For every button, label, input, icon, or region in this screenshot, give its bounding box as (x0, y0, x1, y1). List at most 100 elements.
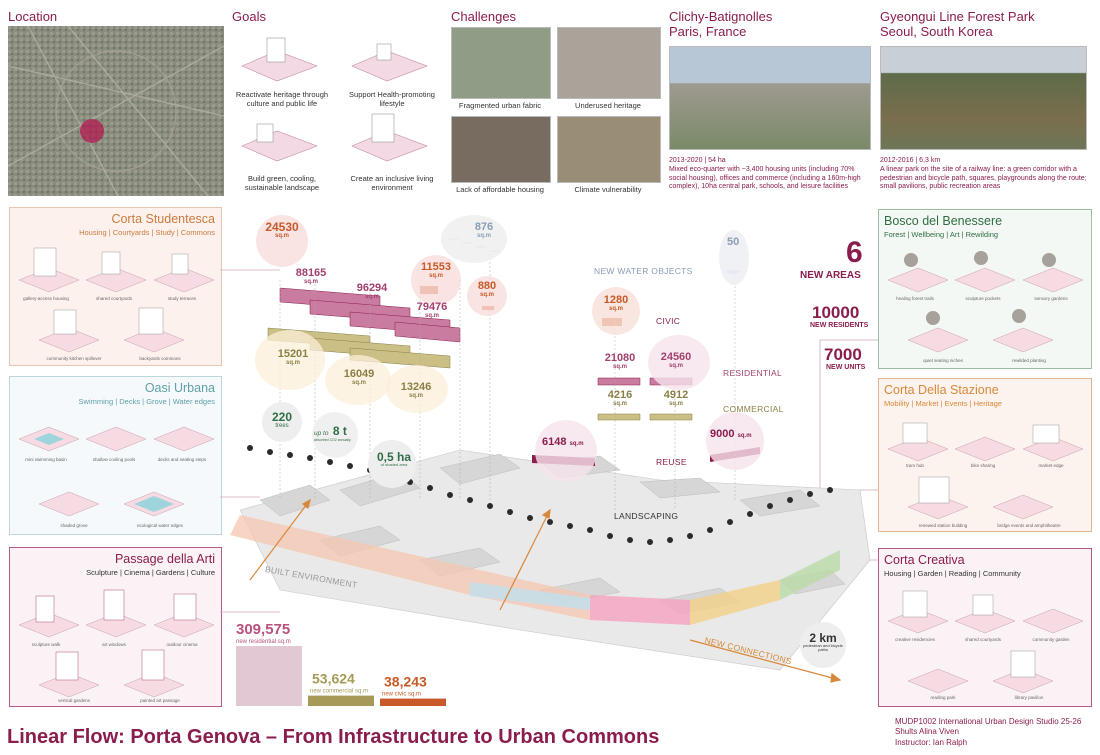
goal-label: Build green, cooling, sustainable landsc… (244, 174, 320, 192)
bar-value-label: 38,243 (384, 674, 427, 690)
panel-title: Corta Creativa (884, 553, 965, 567)
satellite-map-image (8, 26, 224, 196)
panel-title: Corta Studentesca (111, 212, 215, 226)
layer-landscaping-label: LANDSCAPING (614, 511, 679, 521)
area-bubble (467, 276, 507, 316)
photo-gyeongui (880, 46, 1087, 150)
goals-title: Goals (232, 9, 266, 24)
item-label: study terraces (167, 296, 197, 301)
panel-title: Bosco del Benessere (884, 214, 1003, 228)
photo-climate (557, 116, 661, 183)
layer-commercial-label: COMMERCIAL (723, 404, 784, 414)
panel-oasi: Oasi Urbana Swimming | Decks | Grove | W… (9, 376, 222, 535)
photo-fragmented (451, 27, 551, 99)
item-label: shaded grove (60, 523, 88, 528)
item-label: mini swimming basin (25, 457, 67, 462)
item-label: shared courtyards (95, 296, 133, 301)
item-label: bike sharing (970, 463, 996, 468)
item-label: community kitchen spillover (46, 356, 102, 361)
stazione-illustrations (887, 422, 1084, 520)
creativa-illustrations (887, 590, 1084, 694)
goal-label: Support Health-promoting lifestyle (349, 90, 435, 108)
area-bubble (256, 215, 308, 267)
stat-bubble (368, 440, 416, 488)
area-value: 50 (727, 236, 740, 248)
passage-illustrations (18, 589, 215, 698)
units-label: NEW UNITS (826, 364, 866, 371)
panel-subtitle: Forest | Wellbeing | Art | Rewilding (884, 230, 999, 239)
bosco-illustrations (887, 251, 1084, 353)
area-bubble (719, 230, 749, 285)
oasi-illustrations (18, 426, 215, 517)
photo-heritage (557, 27, 661, 99)
site-marker (80, 119, 104, 143)
goal-label: Reactivate heritage through culture and … (235, 90, 329, 108)
item-label: outdoor cinema (166, 642, 198, 647)
panel-stazione: Corta Della Stazione Mobility | Market |… (878, 378, 1092, 532)
item-label: shared courtyards (964, 637, 1002, 642)
bar-2 (380, 698, 446, 706)
layer-reuse-label: REUSE (656, 457, 687, 467)
item-label: sensory gardens (1034, 296, 1068, 301)
item-label: library pavilion (1014, 695, 1044, 700)
panel-subtitle: Housing | Garden | Reading | Community (884, 569, 1021, 578)
bar-1 (308, 695, 374, 706)
challenge-label: Underused heritage (575, 101, 641, 110)
challenge-label: Lack of affordable housing (456, 185, 544, 194)
item-label: sculpture pockets (965, 296, 1001, 301)
item-label: shallow cooling pools (92, 457, 136, 462)
item-label: sculpture walk (31, 642, 61, 647)
stat-bubble (800, 622, 846, 668)
panel-passage: Passage della Arti Sculpture | Cinema | … (9, 547, 222, 707)
panel-bosco: Bosco del Benessere Forest | Wellbeing |… (878, 209, 1092, 369)
item-label: quiet seating niches (923, 358, 963, 363)
goals-grid: Reactivate heritage through culture and … (232, 26, 442, 198)
item-label: gallery-access housing (23, 296, 69, 301)
layer-civic-label: CIVIC (656, 316, 681, 326)
challenge-label: Fragmented urban fabric (458, 101, 542, 110)
panel-title: Oasi Urbana (144, 381, 215, 395)
item-label: community garden (1032, 637, 1070, 642)
area-bubble (386, 365, 448, 413)
layer-residential-label: RESIDENTIAL (723, 368, 783, 378)
item-label: decks and seating steps (157, 457, 207, 462)
area-bubble (255, 330, 325, 390)
panel-subtitle: Sculpture | Cinema | Gardens | Culture (86, 568, 215, 577)
photo-housing (451, 116, 551, 183)
item-label: creative residencies (895, 637, 935, 642)
residents-count: 10000 (812, 303, 860, 322)
item-label: market edge (1038, 463, 1064, 468)
bar-category-label: new residential sq.m (236, 639, 291, 645)
areas-label: NEW AREAS (800, 270, 861, 281)
item-label: painted art passage (140, 698, 180, 703)
item-label: rewilded planting (1012, 358, 1046, 363)
bar-0 (236, 646, 302, 706)
item-label: vertical gardens (58, 698, 90, 703)
panel-subtitle: Swimming | Decks | Grove | Water edges (78, 397, 215, 406)
item-label: reading park (930, 695, 956, 700)
studentesca-illustrations (18, 247, 215, 353)
panel-subtitle: Mobility | Market | Events | Heritage (884, 399, 1002, 408)
areas-count: 6 (846, 236, 863, 269)
case2-text: 2012-2016 | 6,3 km A linear park on the … (880, 157, 1087, 191)
panel-title: Passage della Arti (114, 552, 215, 566)
